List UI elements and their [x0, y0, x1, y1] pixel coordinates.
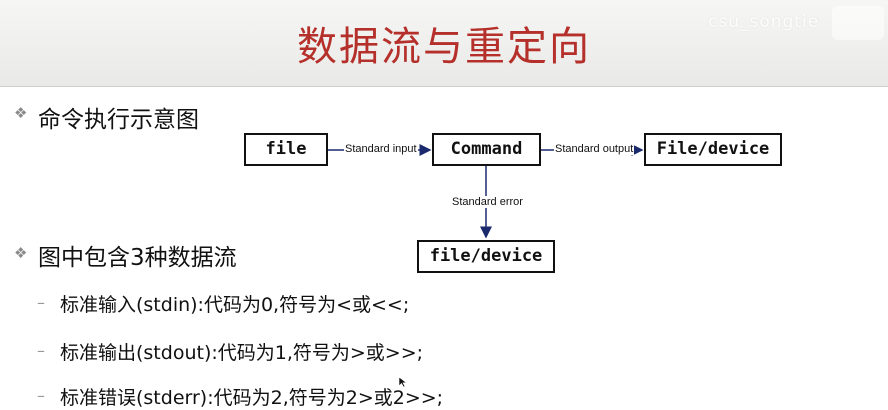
sub-bullet-dash: – [37, 386, 45, 405]
sub-bullet-dash: – [37, 293, 45, 312]
sub-bullet-stdin: 标准输入(stdin):代码为0,符号为<或<<; [60, 294, 410, 316]
sub-bullet-dash: – [37, 341, 45, 360]
stderr-label: Standard error [451, 196, 524, 208]
command-node: Command [432, 133, 541, 166]
file-input-node: file [244, 133, 328, 166]
sub-bullet-stdout: 标准输出(stdout):代码为1,符号为>或>>; [60, 342, 424, 364]
watermark-logo-icon [832, 6, 884, 40]
bullet-1-text: 命令执行示意图 [38, 107, 199, 133]
mouse-cursor-icon [398, 376, 408, 388]
sub-bullet-stderr: 标准错误(stderr):代码为2,符号为2>或2>>; [60, 387, 444, 409]
diamond-bullet-icon: ❖ [14, 104, 28, 122]
bullet-2-text: 图中包含3种数据流 [38, 245, 237, 271]
slide-title: 数据流与重定向 [297, 24, 591, 70]
stdout-label: Standard output [554, 143, 635, 155]
watermark-text: csu_songtie [708, 12, 820, 32]
stdin-label: Standard input [344, 143, 418, 155]
title-band [0, 0, 888, 87]
diamond-bullet-icon: ❖ [14, 244, 28, 262]
error-device-node: file/device [417, 240, 555, 273]
output-device-node: File/device [644, 133, 782, 166]
